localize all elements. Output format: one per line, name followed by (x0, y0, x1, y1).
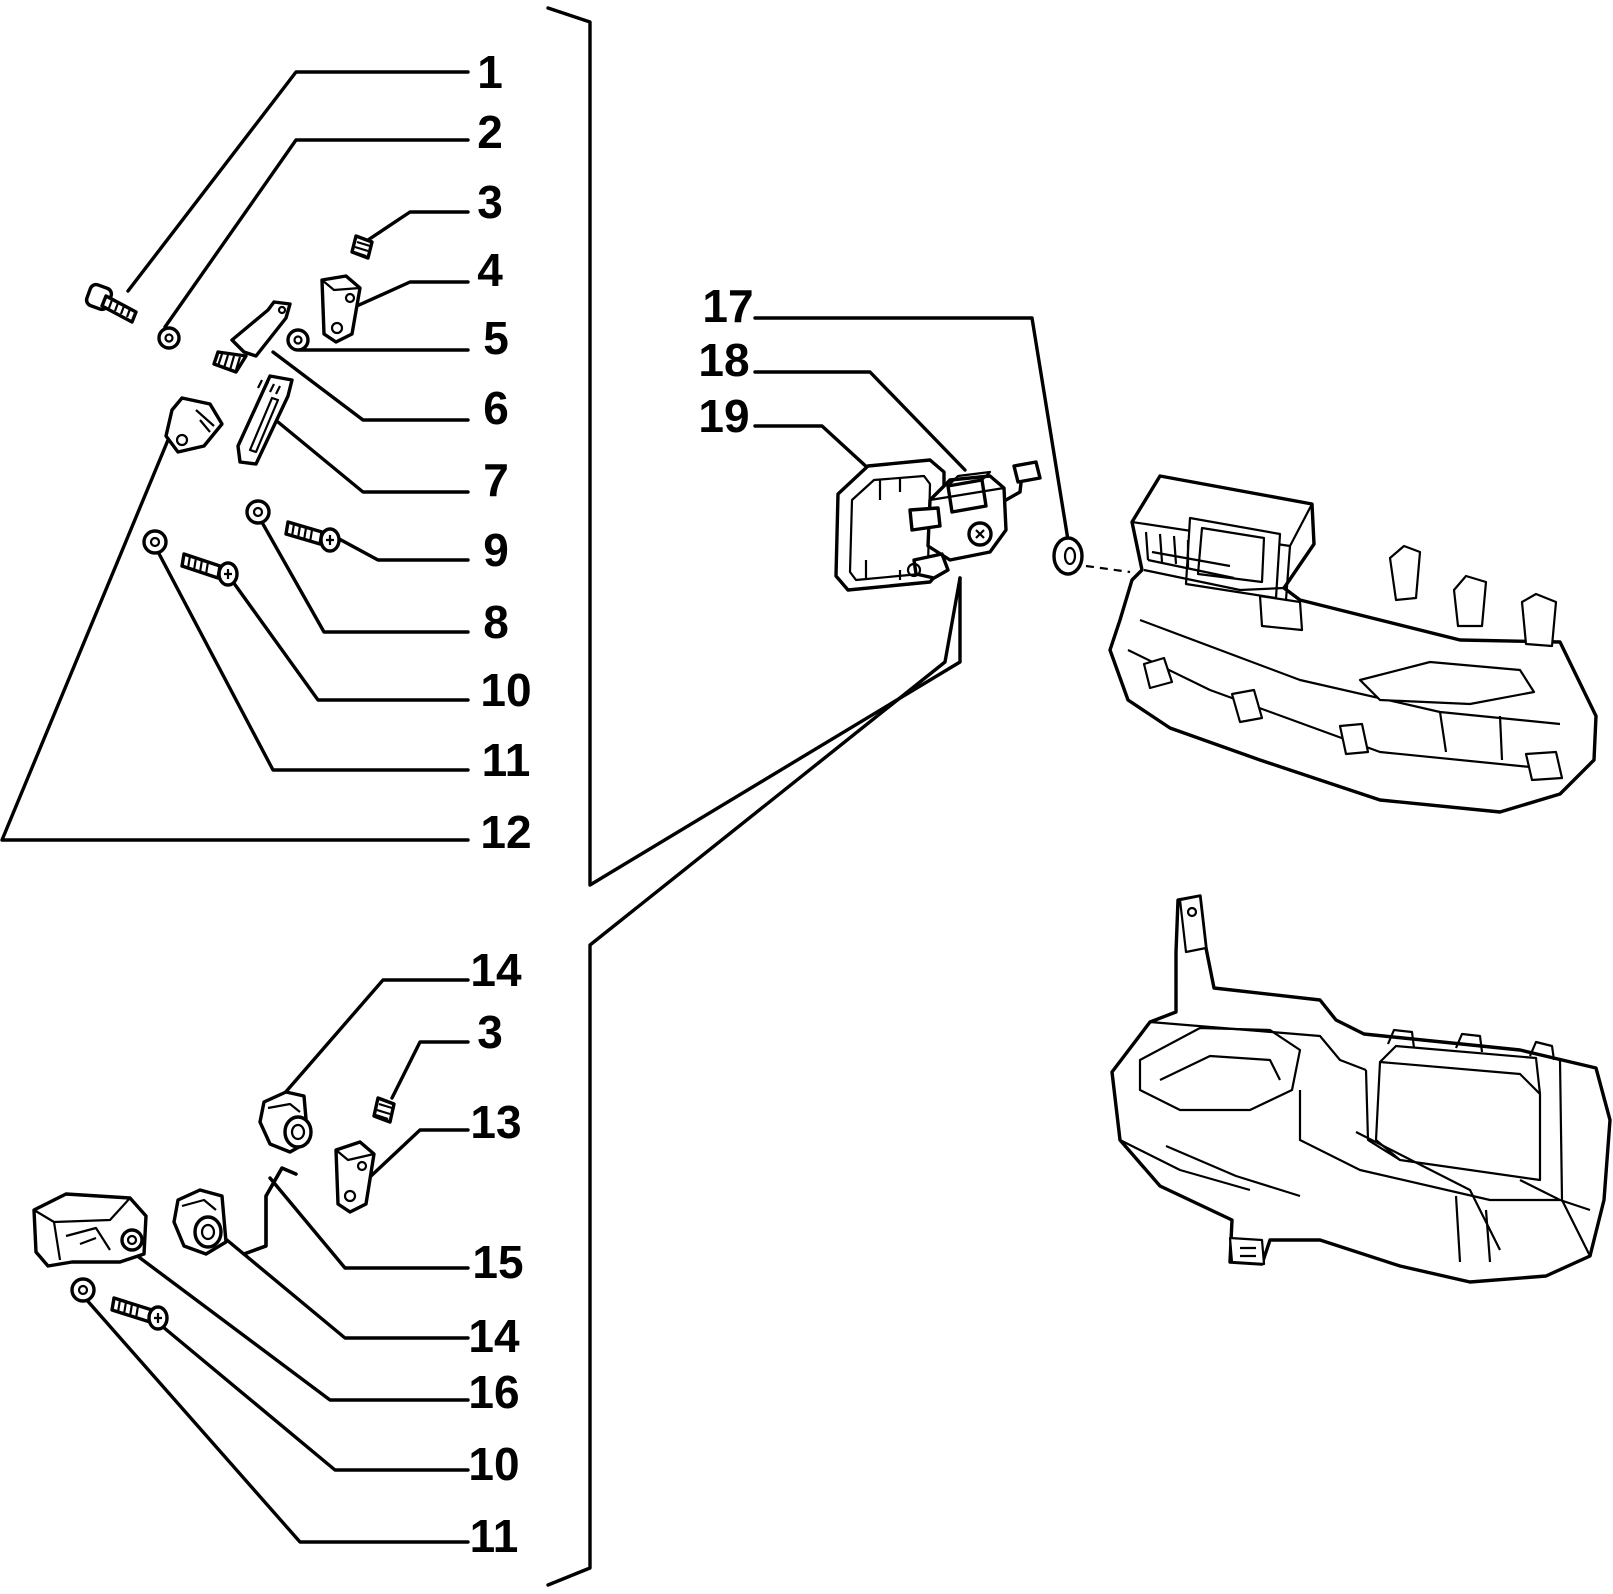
part-13-bracket (334, 1140, 376, 1214)
assembly-dash-line (1085, 564, 1131, 574)
callout-18: 18 (698, 334, 749, 386)
part-3-spring (350, 234, 374, 260)
part-5-washer (286, 328, 310, 352)
upper-housing (1108, 474, 1598, 814)
callout-11-lower: 11 (470, 1510, 519, 1562)
part-1-bolt (84, 282, 138, 324)
callout-17: 17 (702, 280, 753, 332)
callout-13: 13 (470, 1096, 521, 1148)
callout-19: 19 (698, 390, 749, 442)
part-14-bushing-top (258, 1090, 313, 1154)
leader-lines (0, 6, 1070, 1587)
callout-3-lower: 3 (477, 1006, 503, 1058)
callout-9: 9 (483, 524, 509, 576)
callout-4: 4 (477, 244, 503, 296)
callout-7: 7 (483, 454, 509, 506)
callout-2: 2 (477, 106, 503, 158)
part-10-screw (180, 552, 239, 587)
callout-15: 15 (472, 1236, 523, 1288)
part-18-actuator (906, 460, 1042, 580)
part-15-wire-rod (242, 1166, 298, 1256)
part-3-spring-lower (372, 1096, 396, 1124)
callout-3: 3 (477, 176, 503, 228)
part-19-gasket (834, 458, 946, 592)
callout-labels: 1 2 3 4 5 6 7 9 8 10 11 12 17 18 19 14 3… (468, 46, 753, 1562)
callout-8: 8 (483, 596, 509, 648)
callout-11: 11 (482, 734, 531, 786)
lower-housing (1110, 894, 1612, 1284)
callout-10: 10 (480, 664, 531, 716)
part-16-lever-housing (32, 1192, 148, 1268)
callout-14-top: 14 (470, 944, 522, 996)
part-7-slotted-lever (236, 374, 294, 466)
callout-1: 1 (477, 46, 503, 98)
callout-5: 5 (483, 312, 509, 364)
callout-16: 16 (468, 1366, 519, 1418)
part-14-bushing-bottom (172, 1188, 228, 1256)
callout-12: 12 (480, 806, 531, 858)
part-12-crank (164, 396, 224, 454)
callout-10-lower: 10 (468, 1438, 519, 1490)
part-17-washer (1052, 536, 1084, 576)
callout-6: 6 (483, 382, 509, 434)
part-4-bracket (320, 274, 362, 344)
callout-14-bottom: 14 (468, 1310, 520, 1362)
part-6-rack-lever (212, 300, 292, 374)
part-2-washer (157, 326, 181, 350)
part-10-screw-lower (110, 1296, 169, 1331)
part-8-washer (245, 499, 271, 525)
part-11-washer (142, 529, 168, 555)
part-9-screw (284, 520, 341, 553)
part-11-washer-lower (70, 1277, 96, 1303)
